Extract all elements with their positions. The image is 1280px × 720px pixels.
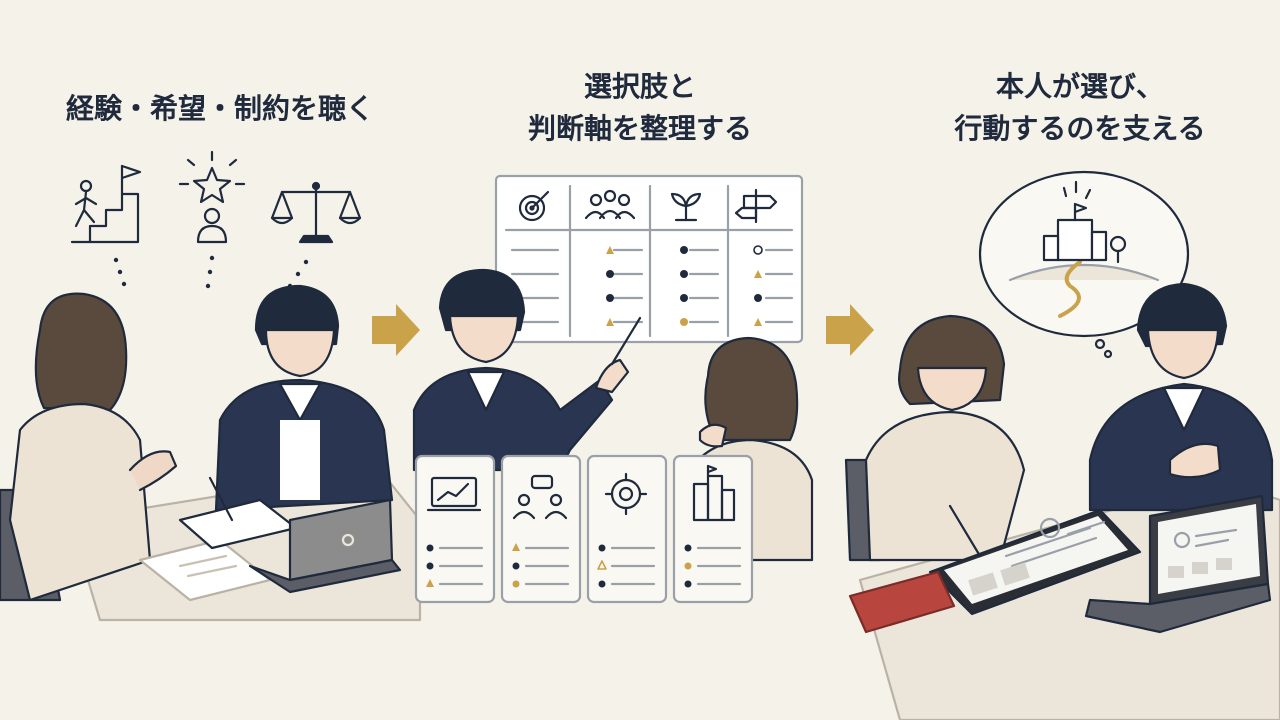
woman-client-1 bbox=[8, 292, 178, 602]
option-card-3 bbox=[586, 454, 668, 604]
team-icon bbox=[584, 189, 636, 220]
chart-laptop-icon bbox=[426, 476, 482, 512]
arrow-right-icon bbox=[826, 304, 874, 356]
thought-dots-left bbox=[113, 255, 309, 289]
tablet-device bbox=[928, 504, 1142, 616]
star-person-icon bbox=[178, 150, 246, 244]
red-notebook bbox=[848, 570, 956, 634]
panel-2-title-line2: 判断軸を整理する bbox=[527, 112, 752, 145]
climb-stairs-icon bbox=[70, 164, 142, 244]
option-card-2 bbox=[500, 454, 582, 604]
panel-1-title: 経験・希望・制約を聴く bbox=[40, 88, 400, 130]
consultant-2 bbox=[412, 268, 642, 472]
pen-1 bbox=[208, 476, 234, 522]
board-rows bbox=[510, 248, 794, 324]
panel-3-title: 本人が選び、 行動するのを支える bbox=[900, 66, 1260, 150]
signpost-icon bbox=[734, 188, 778, 224]
buildings-icon bbox=[692, 464, 736, 522]
sprout-icon bbox=[670, 192, 702, 222]
panel-2-title-line1: 選択肢と bbox=[583, 70, 696, 103]
panel-1-title-text: 経験・希望・制約を聴く bbox=[65, 92, 374, 125]
option-card-1 bbox=[414, 454, 496, 604]
board-markers bbox=[606, 245, 763, 326]
woman-client-3 bbox=[864, 314, 1026, 562]
options-board bbox=[494, 174, 804, 344]
consultant-3 bbox=[1088, 282, 1274, 512]
laptop-3 bbox=[1084, 494, 1272, 634]
target-icon bbox=[518, 190, 550, 222]
panel-3-title-line2: 行動するのを支える bbox=[954, 112, 1206, 145]
pen-3 bbox=[948, 504, 982, 558]
panel-3-title-line1: 本人が選び、 bbox=[995, 70, 1164, 103]
consultant-1 bbox=[214, 284, 394, 512]
thought-bubbles-right bbox=[1094, 338, 1113, 359]
city-vision-icon bbox=[978, 170, 1190, 338]
laptop-1 bbox=[248, 498, 402, 594]
scales-icon bbox=[270, 181, 362, 244]
option-card-4 bbox=[672, 454, 754, 604]
conversation-icon bbox=[512, 474, 568, 520]
arrow-right-icon bbox=[372, 304, 420, 356]
panel-2-title: 選択肢と 判断軸を整理する bbox=[470, 66, 810, 150]
gear-icon bbox=[604, 472, 648, 516]
